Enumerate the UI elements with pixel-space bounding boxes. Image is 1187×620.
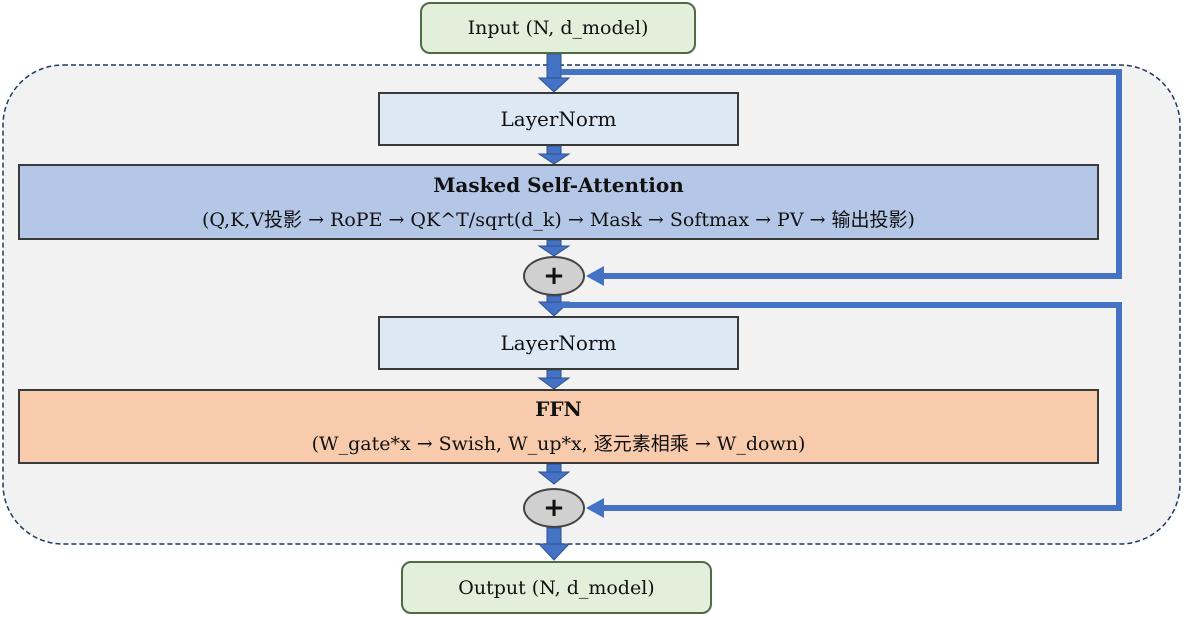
arrowhead-input-to-layernorm [537, 77, 571, 93]
attention-subtitle: (Q,K,V投影 → RoPE → QK^T/sqrt(d_k) → Mask … [202, 208, 915, 231]
add-node-attention: + [523, 256, 585, 296]
arrow-layernorm-to-ffn [546, 369, 562, 379]
residual-line-ffn [561, 302, 1122, 511]
ffn-subtitle: (W_gate*x → Swish, W_up*x, 逐元素相乘 → W_dow… [311, 433, 806, 455]
plus-icon: + [543, 493, 565, 523]
output-label: Output (N, d_model) [458, 576, 655, 599]
arrow-input-to-layernorm [546, 53, 562, 79]
plus-icon: + [543, 261, 565, 291]
arrow-add-to-layernorm [546, 295, 562, 303]
add-node-ffn: + [523, 488, 585, 528]
arrow-ffn-to-add [546, 463, 562, 473]
input-label: Input (N, d_model) [467, 17, 649, 39]
arrowhead-layernorm-to-ffn [537, 377, 571, 390]
attention-title: Masked Self-Attention [433, 172, 684, 197]
layernorm-2-box: LayerNorm [378, 316, 739, 370]
residual-line-attention [561, 69, 1122, 279]
residual-arrowhead-attention [586, 266, 604, 286]
output-box: Output (N, d_model) [401, 561, 712, 614]
arrow-attention-to-add [546, 239, 562, 247]
layernorm-2-label: LayerNorm [500, 331, 617, 355]
ffn-box: FFN (W_gate*x → Swish, W_up*x, 逐元素相乘 → W… [18, 389, 1099, 464]
arrowhead-attention-to-add [537, 245, 571, 257]
residual-connections [561, 69, 1122, 511]
arrowhead-ffn-to-add [537, 471, 571, 485]
arrowhead-layernorm-to-attention [537, 153, 571, 165]
ffn-title: FFN [535, 397, 582, 421]
input-box: Input (N, d_model) [420, 2, 696, 54]
layernorm-1-box: LayerNorm [378, 92, 739, 146]
residual-arrowhead-ffn [586, 498, 604, 518]
arrow-add-to-output [546, 527, 562, 545]
arrow-layernorm-to-attention [546, 145, 562, 155]
masked-self-attention-box: Masked Self-Attention (Q,K,V投影 → RoPE → … [18, 164, 1099, 240]
layernorm-1-label: LayerNorm [500, 107, 617, 131]
arrowhead-add-to-output [537, 543, 571, 561]
